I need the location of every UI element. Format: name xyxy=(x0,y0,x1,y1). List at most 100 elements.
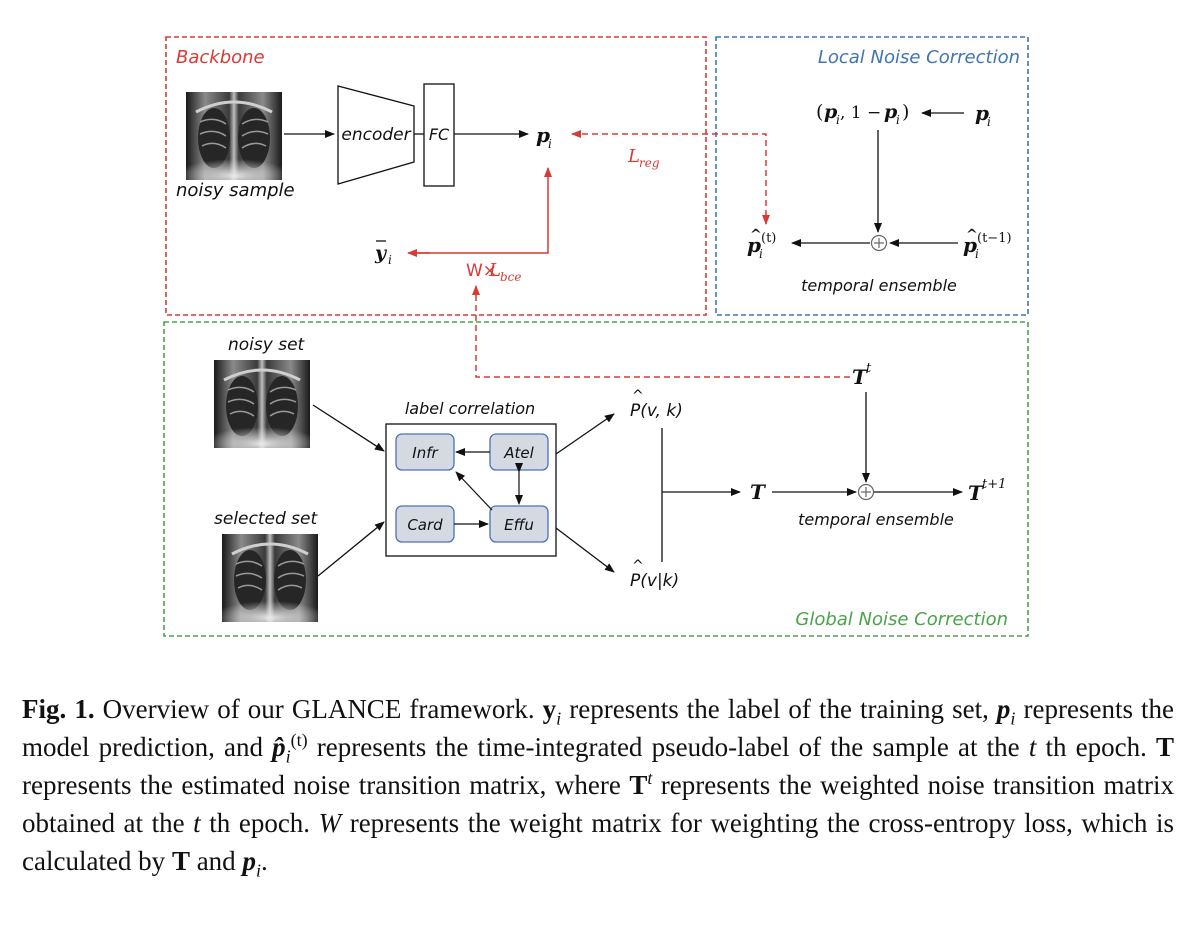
lreg-connector xyxy=(571,130,770,225)
caption-t: t xyxy=(193,808,201,838)
pvgk-label: ^ P(v|k) xyxy=(630,558,679,591)
noisy-set-label: noisy set xyxy=(228,335,306,355)
svg-text:p: p xyxy=(824,101,838,123)
noisy-sample-label: noisy sample xyxy=(176,180,295,201)
caption-sup: t xyxy=(647,768,653,788)
phat-prev-symbol: p ^ i (t−1) xyxy=(963,227,1012,261)
caption-text: Overview of our GLANCE framework. xyxy=(94,694,543,724)
svg-text:^: ^ xyxy=(632,558,644,574)
bce-connector xyxy=(410,167,552,254)
svg-text:i: i xyxy=(987,115,991,129)
node-card: Card xyxy=(395,505,455,543)
svg-text:^: ^ xyxy=(966,227,978,243)
encoder-label: encoder xyxy=(341,125,411,145)
caption-text: th epoch. xyxy=(1036,732,1156,762)
svg-text:L: L xyxy=(488,260,501,281)
edge-effu-infr xyxy=(455,471,493,511)
backbone-title: Backbone xyxy=(176,47,265,68)
svg-text:W×: W× xyxy=(466,261,497,281)
svg-text:i: i xyxy=(836,113,840,127)
lreg-label: L reg xyxy=(627,146,660,170)
caption-text: represents the time-integrated pseudo-la… xyxy=(307,732,1029,762)
arrow-lc-pvgk xyxy=(555,527,615,573)
svg-text:reg: reg xyxy=(639,156,660,170)
caption-text: represents the weight matrix for weighti… xyxy=(22,808,1174,876)
node-infr: Infr xyxy=(395,433,455,471)
svg-text:p: p xyxy=(975,101,989,125)
svg-text:i: i xyxy=(975,247,979,261)
caption-sub: i xyxy=(285,746,291,767)
svg-text:T: T xyxy=(852,365,869,389)
svg-text:, 1 −: , 1 − xyxy=(840,103,881,123)
svg-text:i: i xyxy=(548,137,552,151)
caption-t: t xyxy=(1028,732,1037,762)
selected-set-xray xyxy=(220,532,320,624)
svg-text:i: i xyxy=(388,253,392,267)
label-correlation-title: label correlation xyxy=(405,399,535,418)
oplus-global xyxy=(857,483,875,501)
caption-phat: p̂ xyxy=(272,732,286,762)
caption-T: T xyxy=(1155,732,1174,762)
caption-sub: i xyxy=(1010,708,1016,729)
svg-text:P(v, k): P(v, k) xyxy=(630,401,683,421)
svg-text:(t): (t) xyxy=(761,231,776,246)
caption-T: T xyxy=(171,846,190,876)
svg-text:Card: Card xyxy=(407,516,443,534)
encoder-trapezoid xyxy=(337,85,415,185)
svg-text:(: ( xyxy=(816,101,823,123)
caption-W: W xyxy=(318,808,342,838)
glance-framework-figure: Backbone Local Noise Correction Global N… xyxy=(163,36,1029,637)
fc-box xyxy=(423,83,455,187)
T-symbol: T xyxy=(750,480,767,504)
svg-text:y: y xyxy=(374,242,388,264)
caption-p: p xyxy=(242,846,256,876)
oplus-local xyxy=(870,234,888,252)
caption-text: represents the estimated noise transitio… xyxy=(22,770,630,800)
svg-text:p: p xyxy=(884,101,898,123)
svg-text:Effu: Effu xyxy=(504,516,534,534)
local-noise-panel: Local Noise Correction xyxy=(715,36,1029,316)
svg-text:^: ^ xyxy=(750,227,762,243)
svg-text:^: ^ xyxy=(632,388,644,404)
wbce-label: W× L bce xyxy=(466,260,522,284)
figure-caption: Fig. 1. Overview of our GLANCE framework… xyxy=(22,690,1174,880)
svg-text:p: p xyxy=(963,233,977,257)
caption-text: represents the model prediction, and xyxy=(22,694,1175,762)
caption-text: represents the weighted noise transition… xyxy=(22,770,1174,838)
caption-text: and xyxy=(189,846,243,876)
svg-text:Infr: Infr xyxy=(412,444,438,462)
svg-text:t: t xyxy=(866,361,872,376)
arrow-selectedset-lc xyxy=(317,521,385,577)
backbone-panel: Backbone xyxy=(165,36,707,316)
svg-text:i: i xyxy=(759,247,763,261)
caption-y: y xyxy=(542,694,557,724)
caption-text: th epoch. xyxy=(200,808,319,838)
node-atel: Atel xyxy=(489,433,549,471)
pi-symbol: p i xyxy=(536,123,552,151)
selected-set-label: selected set xyxy=(214,509,318,529)
fc-label: FC xyxy=(429,125,450,144)
caption-text: represents the label of the training set… xyxy=(561,694,997,724)
phat-t-symbol: p ^ i (t) xyxy=(747,227,776,261)
svg-text:T: T xyxy=(968,481,985,505)
arrow-lc-pvk xyxy=(555,413,615,455)
svg-text:i: i xyxy=(896,113,900,127)
pi-local-symbol: p i xyxy=(975,101,991,129)
caption-text: . xyxy=(260,846,268,876)
caption-p: p xyxy=(996,694,1011,724)
wbce-connector xyxy=(472,285,850,378)
svg-text:p: p xyxy=(536,123,550,147)
caption-sup: (t) xyxy=(290,730,308,750)
pvk-label: ^ P(v, k) xyxy=(630,388,683,421)
caption-fig-label: Fig. 1. xyxy=(22,694,95,724)
Tt-symbol: T t xyxy=(852,361,872,389)
temporal-ensemble-global: temporal ensemble xyxy=(798,510,954,529)
ybar-symbol: y i xyxy=(374,240,392,267)
noisy-sample-xray xyxy=(184,90,284,182)
svg-text:): ) xyxy=(902,101,909,123)
node-effu: Effu xyxy=(489,505,549,543)
caption-sub: i xyxy=(556,708,562,729)
svg-text:Atel: Atel xyxy=(503,444,534,462)
global-noise-title: Global Noise Correction xyxy=(795,609,1008,630)
svg-text:(t−1): (t−1) xyxy=(977,231,1012,246)
